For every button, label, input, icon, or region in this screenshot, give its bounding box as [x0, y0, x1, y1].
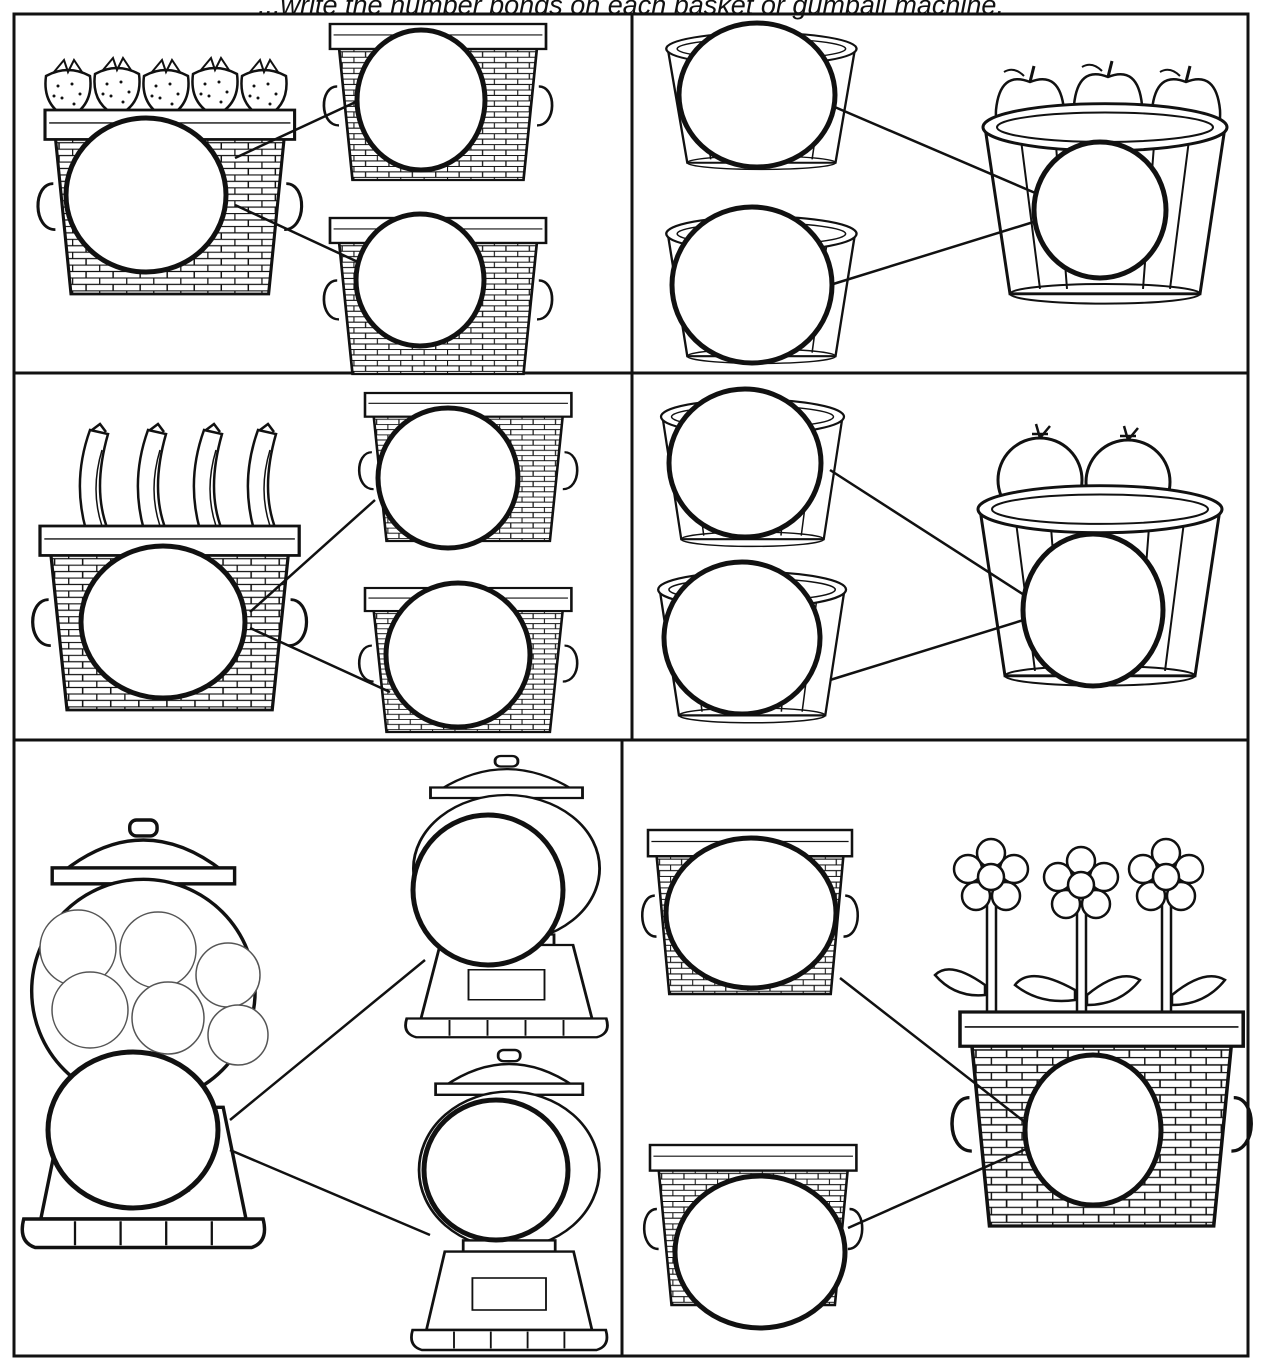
part-answer-circle-top[interactable] [357, 30, 485, 170]
whole-answer-circle[interactable] [48, 1052, 218, 1208]
part-answer-circle-top[interactable] [679, 23, 835, 167]
whole-answer-circle[interactable] [66, 118, 226, 272]
whole-answer-circle[interactable] [1023, 534, 1163, 686]
whole-answer-circle[interactable] [1025, 1055, 1161, 1205]
part-answer-circle-bottom[interactable] [664, 562, 820, 714]
puzzle-apple-bucket [666, 23, 1227, 363]
puzzle-banana-basket [33, 393, 578, 732]
puzzle-strawberry-basket [38, 24, 552, 374]
part-answer-circle-bottom[interactable] [356, 214, 484, 346]
banana-icon [80, 424, 276, 530]
part-answer-circle-bottom[interactable] [675, 1176, 845, 1328]
part-answer-circle-bottom[interactable] [424, 1100, 568, 1240]
part-answer-circle-top[interactable] [666, 838, 836, 988]
puzzle-orange-bucket [658, 389, 1222, 723]
part-answer-circle-bottom[interactable] [672, 207, 832, 363]
puzzle-gumball-machine [22, 756, 607, 1350]
puzzle-flower-basket [642, 830, 1251, 1328]
part-answer-circle-bottom[interactable] [386, 583, 530, 727]
part-answer-circle-top[interactable] [413, 815, 563, 965]
whole-answer-circle[interactable] [81, 546, 245, 698]
part-answer-circle-top[interactable] [669, 389, 821, 537]
whole-answer-circle[interactable] [1034, 142, 1166, 278]
part-answer-circle-top[interactable] [378, 408, 518, 548]
